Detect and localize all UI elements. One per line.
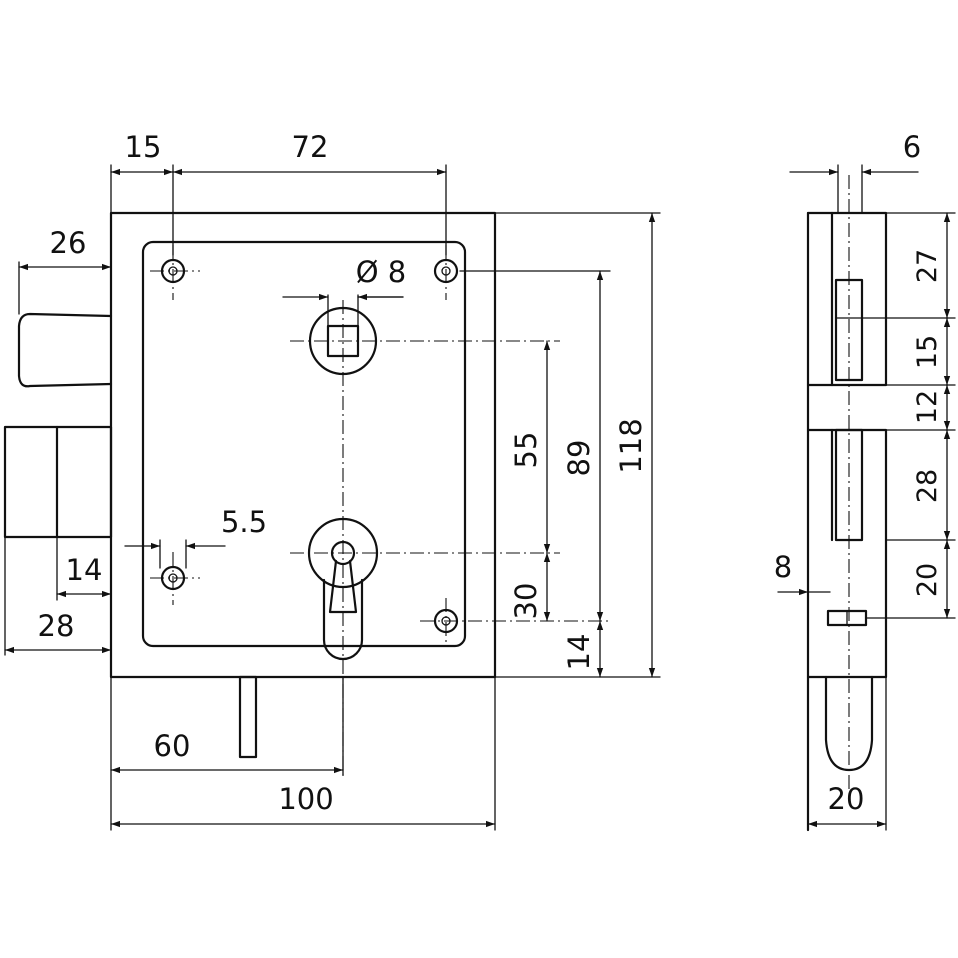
dim-side-top-6: 6 bbox=[903, 130, 921, 164]
dim-side-bottom-20: 20 bbox=[828, 782, 865, 816]
side-extension-lines bbox=[807, 164, 956, 831]
dim-side-27: 27 bbox=[912, 249, 943, 283]
dim-v-14: 14 bbox=[562, 634, 596, 671]
dim-top-72: 72 bbox=[292, 130, 329, 164]
dim-side-15: 15 bbox=[912, 335, 943, 369]
dim-v-89: 89 bbox=[562, 440, 596, 477]
dim-v-30: 30 bbox=[509, 583, 543, 620]
dim-spindle-diameter: Ø 8 bbox=[356, 255, 407, 289]
side-spindle-slot bbox=[826, 609, 868, 627]
latch-bolt bbox=[17, 312, 113, 388]
dim-hole-5-5: 5.5 bbox=[221, 505, 267, 539]
side-body-upper bbox=[806, 211, 888, 387]
center-lines bbox=[150, 245, 610, 780]
lock-case-outline bbox=[109, 211, 497, 679]
dim-side-28: 28 bbox=[912, 469, 943, 503]
side-view: 6 27 15 12 28 20 8 20 bbox=[774, 130, 956, 832]
side-dimension-lines bbox=[777, 168, 951, 828]
dim-side-20: 20 bbox=[912, 563, 943, 597]
side-dimension-labels: 6 27 15 12 28 20 8 20 bbox=[774, 130, 943, 816]
screw-holes bbox=[160, 258, 459, 634]
dimension-labels: 15 72 26 Ø 8 5.5 55 89 118 30 14 14 28 6… bbox=[38, 130, 648, 816]
dim-v-55: 55 bbox=[509, 432, 543, 469]
dim-bottom-100: 100 bbox=[278, 782, 333, 816]
side-body-lower bbox=[806, 428, 888, 679]
dim-left-28: 28 bbox=[38, 609, 75, 643]
dim-left-14: 14 bbox=[66, 553, 103, 587]
front-view: 15 72 26 Ø 8 5.5 55 89 118 30 14 14 28 6… bbox=[3, 130, 661, 831]
dim-bolt-26: 26 bbox=[50, 226, 87, 260]
dead-bolt bbox=[3, 425, 113, 539]
dim-v-118: 118 bbox=[614, 418, 648, 473]
dim-side-12: 12 bbox=[912, 390, 943, 424]
dim-bottom-60: 60 bbox=[154, 729, 191, 763]
dim-side-left-8: 8 bbox=[774, 550, 792, 584]
dim-top-15: 15 bbox=[125, 130, 162, 164]
bottom-pin bbox=[238, 675, 258, 759]
extension-lines bbox=[4, 164, 661, 831]
dimension-lines bbox=[4, 168, 656, 828]
cover-plate bbox=[141, 240, 467, 648]
